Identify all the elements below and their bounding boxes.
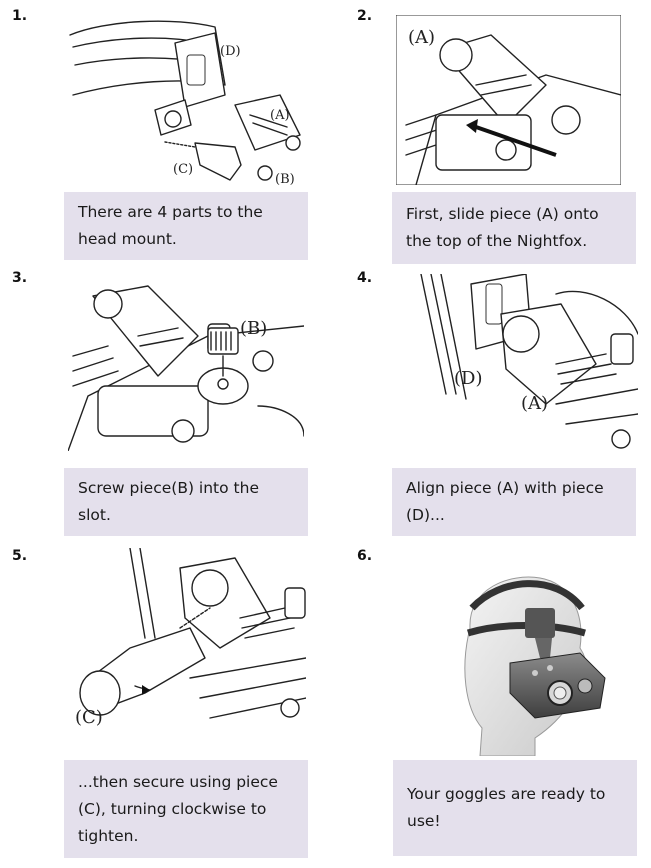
- step-1-caption: There are 4 parts to the head mount.: [64, 192, 308, 260]
- step-2-illustration: (A): [396, 15, 621, 185]
- label-b: (B): [275, 172, 295, 187]
- step-5-illustration: (C): [70, 548, 306, 730]
- step-3-number: 3.: [12, 270, 28, 286]
- label-a: (A): [521, 393, 548, 414]
- label-d: (D): [454, 368, 482, 389]
- label-c: (C): [75, 707, 103, 728]
- step-3-caption-text: Screw piece(B) into the slot.: [78, 479, 259, 524]
- parts-exploded-view: (D) (A) (C) (B): [69, 20, 301, 187]
- step-4-number: 4.: [357, 270, 373, 286]
- label-a: (A): [408, 27, 435, 48]
- step-5-caption: ...then secure using piece (C), turning …: [64, 760, 308, 858]
- label-b: (B): [240, 318, 267, 339]
- step-6-illustration: [440, 568, 610, 756]
- step-1-illustration: (D) (A) (C) (B): [65, 15, 305, 187]
- step-4-caption-text: Align piece (A) with piece (D)...: [406, 479, 604, 524]
- step-2-caption-text: First, slide piece (A) onto the top of t…: [406, 205, 599, 250]
- step-2-number: 2.: [357, 8, 373, 24]
- screw-piece-b-view: (B): [68, 285, 304, 451]
- step-3-caption: Screw piece(B) into the slot.: [64, 468, 308, 536]
- label-c: (C): [173, 162, 193, 177]
- step-6-number: 6.: [357, 548, 373, 564]
- step-4-caption: Align piece (A) with piece (D)...: [392, 468, 636, 536]
- label-a: (A): [270, 108, 290, 123]
- step-1-number: 1.: [12, 8, 28, 24]
- step-3-illustration: (B): [68, 276, 304, 451]
- step-1-caption-text: There are 4 parts to the head mount.: [78, 203, 263, 248]
- step-6-caption: Your goggles are ready to use!: [393, 760, 637, 856]
- step-2-caption: First, slide piece (A) onto the top of t…: [392, 192, 636, 264]
- step-6-caption-text: Your goggles are ready to use!: [407, 785, 606, 830]
- step-5-caption-text: ...then secure using piece (C), turning …: [78, 772, 278, 845]
- goggles-on-head-view: [464, 576, 606, 756]
- align-pieces-view: (D) (A): [420, 274, 638, 449]
- secure-piece-c-view: (C): [75, 548, 306, 728]
- slide-piece-a-view: (A): [396, 15, 621, 185]
- step-5-number: 5.: [12, 548, 28, 564]
- step-4-illustration: (D) (A): [406, 274, 638, 450]
- label-d: (D): [220, 44, 241, 59]
